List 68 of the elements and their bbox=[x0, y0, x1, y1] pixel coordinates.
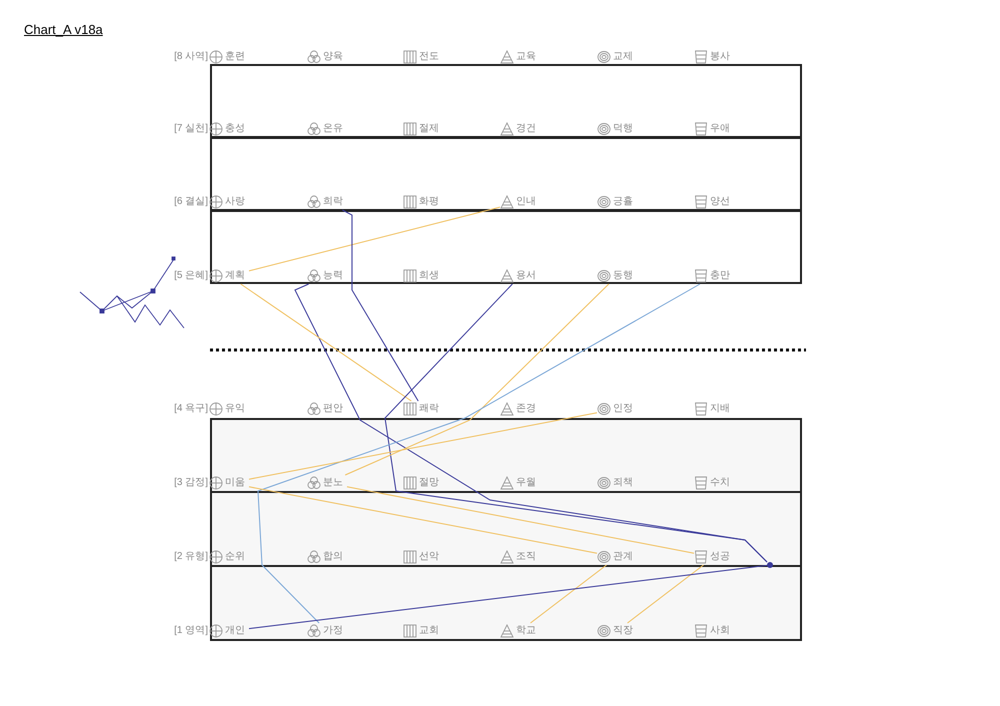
item-label: 직장 bbox=[613, 625, 633, 637]
chart-title: Chart_A v18a bbox=[24, 21, 103, 39]
item-label: 훈련 bbox=[225, 51, 245, 63]
item-label: 관계 bbox=[613, 551, 633, 563]
item-label: 쾌락 bbox=[419, 403, 439, 415]
item-label: 합의 bbox=[323, 551, 343, 563]
connector-line bbox=[248, 486, 598, 554]
item-label: 편안 bbox=[323, 403, 343, 415]
item-label: 능력 bbox=[323, 270, 343, 282]
item-label: 지배 bbox=[710, 403, 730, 415]
item-label: 사회 bbox=[710, 625, 730, 637]
item-label: 분노 bbox=[323, 477, 343, 489]
item-label: 교제 bbox=[613, 51, 633, 63]
item-label: 충만 bbox=[710, 270, 730, 282]
connector-line bbox=[248, 412, 598, 480]
item-label: 절망 bbox=[419, 477, 439, 489]
connector-line bbox=[530, 564, 607, 624]
row-label: [8 사역] bbox=[173, 51, 208, 63]
item-label: 양선 bbox=[710, 196, 730, 208]
item-label: 희생 bbox=[419, 270, 439, 282]
item-label: 미움 bbox=[225, 477, 245, 489]
item-label: 화평 bbox=[419, 196, 439, 208]
item-label: 유익 bbox=[225, 403, 245, 415]
item-label: 봉사 bbox=[710, 51, 730, 63]
item-label: 긍휼 bbox=[613, 196, 633, 208]
row-label: [4 욕구] bbox=[173, 403, 208, 415]
item-label: 온유 bbox=[323, 123, 343, 135]
item-label: 개인 bbox=[225, 625, 245, 637]
item-label: 충성 bbox=[225, 123, 245, 135]
item-label: 덕행 bbox=[613, 123, 633, 135]
row-label: [6 결실] bbox=[173, 196, 208, 208]
item-label: 조직 bbox=[516, 551, 536, 563]
item-label: 성공 bbox=[710, 551, 730, 563]
item-label: 교회 bbox=[419, 625, 439, 637]
item-label: 우애 bbox=[710, 123, 730, 135]
item-label: 인내 bbox=[516, 196, 536, 208]
item-label: 교육 bbox=[516, 51, 536, 63]
connector-line bbox=[248, 564, 768, 630]
item-label: 사랑 bbox=[225, 196, 245, 208]
connector-line bbox=[384, 284, 768, 562]
item-label: 경건 bbox=[516, 123, 536, 135]
item-label: 전도 bbox=[419, 51, 439, 63]
row-label: [2 유형] bbox=[173, 551, 208, 563]
row-label: [3 감정] bbox=[173, 477, 208, 489]
item-label: 동행 bbox=[613, 270, 633, 282]
item-label: 학교 bbox=[516, 625, 536, 637]
connector-line bbox=[240, 284, 412, 402]
item-label: 우월 bbox=[516, 477, 536, 489]
item-label: 선악 bbox=[419, 551, 439, 563]
item-label: 수치 bbox=[710, 477, 730, 489]
item-label: 용서 bbox=[516, 270, 536, 282]
item-label: 죄책 bbox=[613, 477, 633, 489]
connector-line bbox=[344, 284, 610, 476]
item-label: 희락 bbox=[323, 196, 343, 208]
connector-line bbox=[342, 210, 419, 402]
item-label: 순위 bbox=[225, 551, 245, 563]
connector-line bbox=[346, 486, 694, 554]
item-label: 인정 bbox=[613, 403, 633, 415]
connector-line bbox=[248, 206, 500, 272]
connector-line bbox=[257, 284, 700, 624]
item-label: 절제 bbox=[419, 123, 439, 135]
row-label: [7 실천] bbox=[173, 123, 208, 135]
item-label: 가정 bbox=[323, 625, 343, 637]
item-label: 계획 bbox=[225, 270, 245, 282]
row-label: [1 영역] bbox=[173, 625, 208, 637]
row-label: [5 은혜] bbox=[173, 270, 208, 282]
item-label: 양육 bbox=[323, 51, 343, 63]
item-label: 존경 bbox=[516, 403, 536, 415]
